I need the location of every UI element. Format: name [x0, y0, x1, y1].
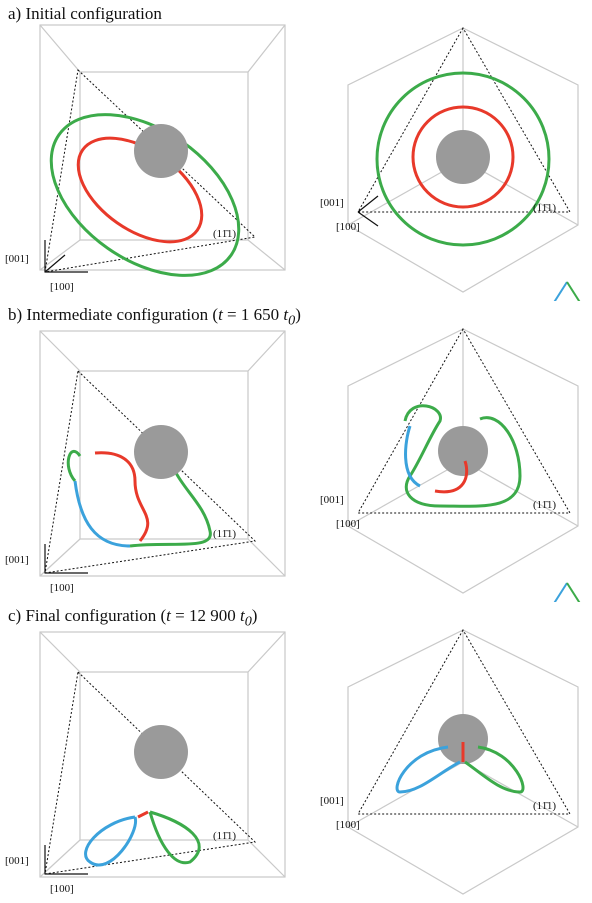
- axis-label-100: [100]: [50, 281, 74, 293]
- panel-a-figure: [001] [100] (11̄1) [001] [100] (11̄1): [5, 24, 581, 301]
- axes-left: [44, 240, 88, 273]
- dislocation-loop-b1-right: [411, 105, 515, 209]
- panel-c-title: c) Final configuration (t = 12 900 t0): [8, 606, 258, 630]
- axis-label-100-b-right: [100]: [336, 518, 360, 530]
- panel-b-title: b) Intermediate configuration (t = 1 650…: [8, 305, 301, 329]
- panel-b-figure: [001] [100] (11̄1) [001] [100] (11̄1): [5, 327, 581, 602]
- plane-label-c: (11̄1): [213, 830, 236, 842]
- panel-a: a) Initial configuration [001] [100] (11…: [0, 0, 592, 301]
- panel-a-title: a) Initial configuration: [8, 4, 162, 23]
- precipitate-sphere-left: [134, 124, 188, 178]
- axis-label-001-b: [001]: [5, 554, 29, 566]
- dislocation-loop-b2: [49, 113, 241, 277]
- axis-label-001-c: [001]: [5, 855, 29, 867]
- axis-label-100-right: [100]: [336, 221, 360, 233]
- panel-c: c) Final configuration (t = 12 900 t0) […: [0, 602, 592, 903]
- precipitate-sphere-right: [436, 130, 490, 184]
- axis-label-001: [001]: [5, 253, 29, 265]
- plane-label: (11̄1): [213, 228, 236, 240]
- axis-label-100-c-right: [100]: [336, 819, 360, 831]
- panel-c-figure: [001] [100] (11̄1) [001] [100] (11̄1): [5, 628, 579, 895]
- plane-label-c-right: (11̄1): [533, 800, 556, 812]
- axis-label-100-c: [100]: [50, 883, 74, 895]
- axis-label-001-c-right: [001]: [320, 795, 344, 807]
- axis-label-100-b: [100]: [50, 582, 74, 594]
- axes-right: [357, 195, 379, 227]
- slip-plane-triangle-right: [357, 26, 571, 213]
- axis-label-001-b-right: [001]: [320, 494, 344, 506]
- dislocation-loop-b2-right: [375, 71, 551, 247]
- panel-b: b) Intermediate configuration (t = 1 650…: [0, 301, 592, 602]
- plane-label-b-right: (11̄1): [533, 499, 556, 511]
- plane-label-right: (11̄1): [533, 202, 556, 214]
- burgers-legend: [553, 281, 581, 301]
- axis-label-001-right: [001]: [320, 197, 344, 209]
- plane-label-b: (11̄1): [213, 528, 236, 540]
